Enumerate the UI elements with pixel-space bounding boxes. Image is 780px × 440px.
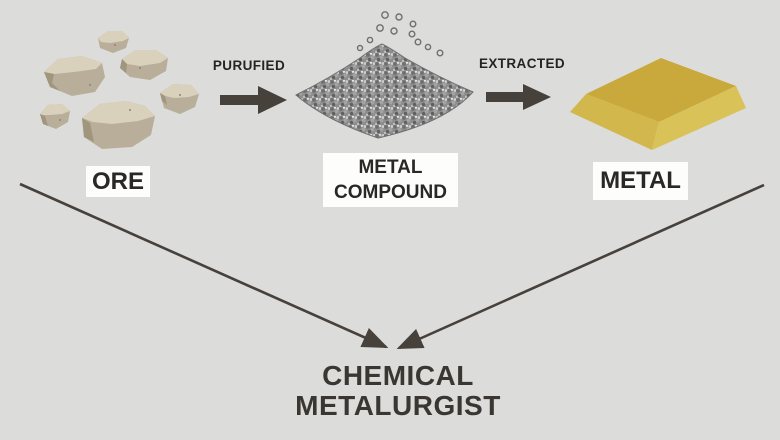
chemical-metallurgist-title: CHEMICAL METALURGIST [247, 361, 549, 421]
ingot-front-face [652, 86, 746, 150]
metal-compound-pile-illustration [295, 11, 474, 139]
purified-process-label: PURUFIED [212, 58, 286, 73]
gold-ingot-illustration [570, 58, 746, 150]
purified-arrow-icon [220, 86, 287, 114]
extracted-process-label: EXTRACTED [478, 56, 566, 71]
metal-compound-label-line2: COMPOUND [334, 182, 447, 203]
ingot-end-face [570, 94, 659, 150]
result-title-line1: CHEMICAL [322, 360, 474, 391]
floating-granules [356, 11, 444, 57]
ore-rock [120, 50, 168, 80]
ore-rock [40, 104, 70, 129]
result-title-line2: METALURGIST [295, 390, 501, 421]
ore-rock [82, 101, 155, 149]
metal-compound-label-line1: METAL [358, 157, 423, 178]
ore-label: ORE [86, 166, 150, 197]
ore-rocks-illustration [40, 31, 199, 149]
ore-rock [98, 31, 129, 53]
metal-label: METAL [593, 162, 688, 200]
extracted-arrow-icon [486, 84, 551, 110]
metal-compound-label: METAL COMPOUND [323, 153, 458, 207]
left-converging-arrow-icon [19, 182, 389, 349]
granule-heap [295, 43, 474, 139]
right-converging-arrow-icon [396, 183, 765, 350]
ingot-top-face [586, 58, 736, 122]
ore-rock [160, 84, 199, 114]
ore-rock [44, 56, 105, 96]
